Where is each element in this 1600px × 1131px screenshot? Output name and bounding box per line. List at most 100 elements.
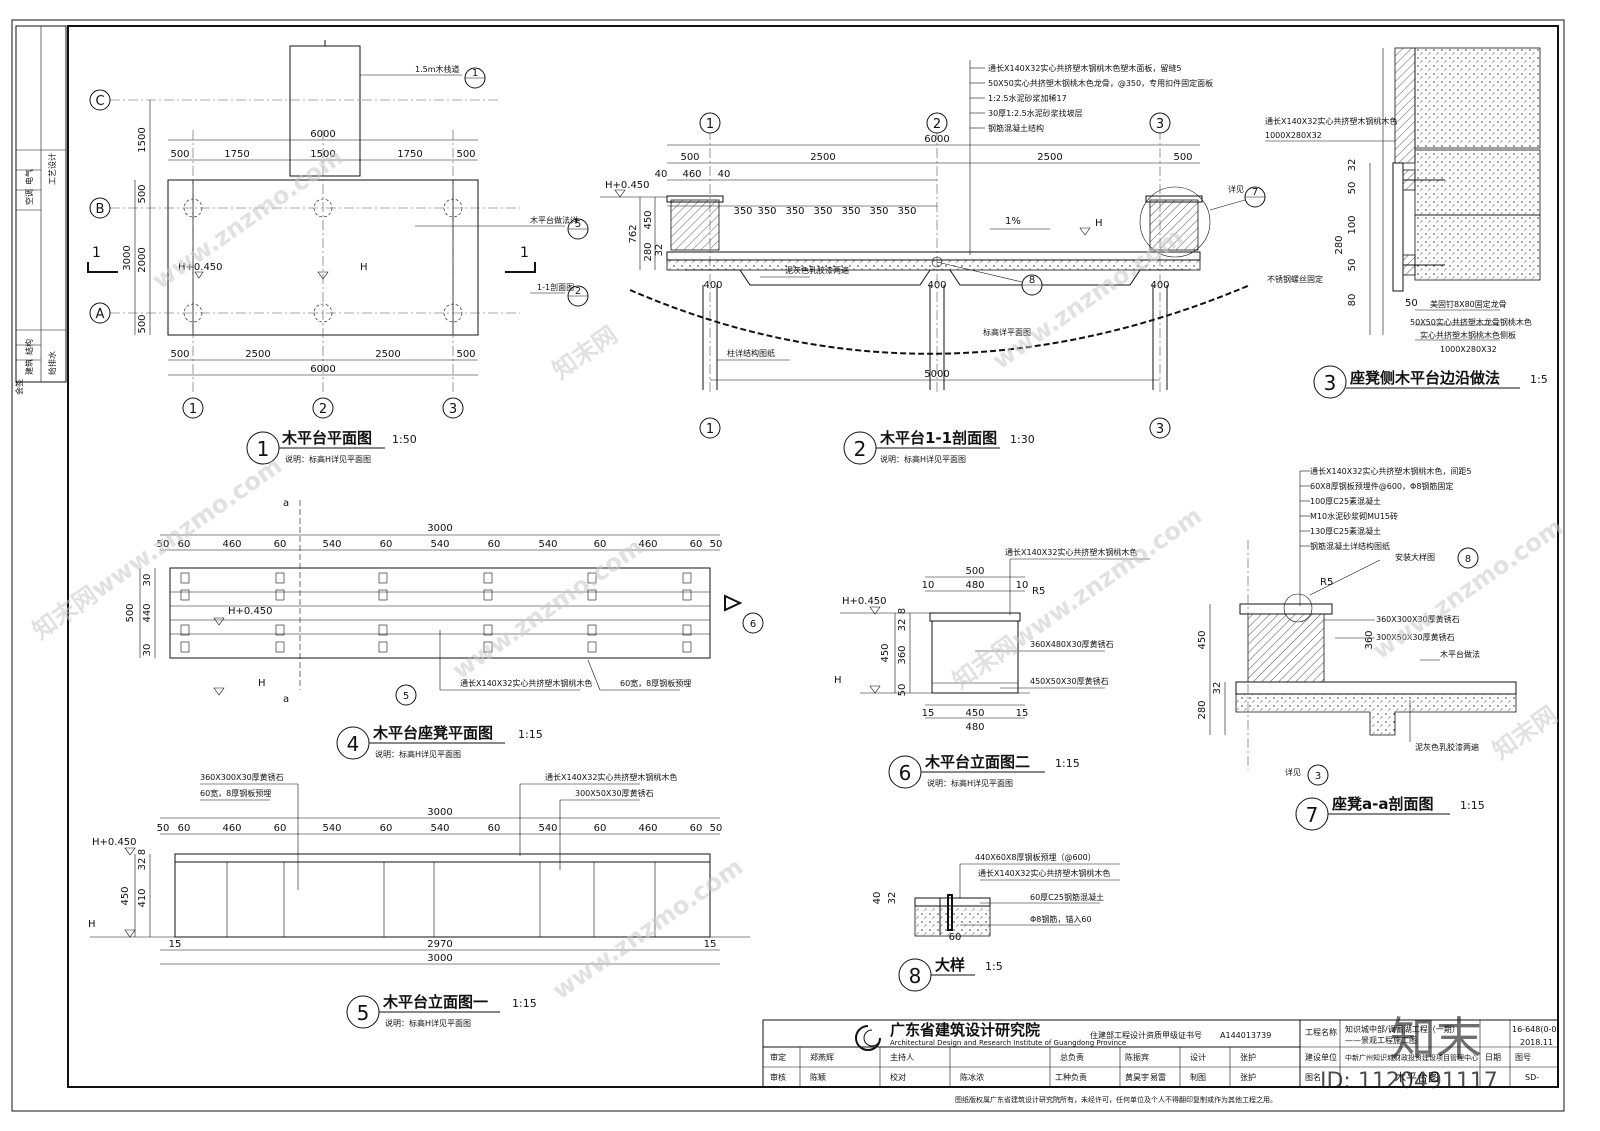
id-watermark: ID: 1120491117 xyxy=(1320,1069,1498,1094)
embed-plate xyxy=(682,589,692,601)
v8-title: 大样 xyxy=(935,956,965,974)
v8-d60: 60 xyxy=(949,932,962,943)
embed-plate xyxy=(483,641,493,653)
copyright: 图纸版权属广东省建筑设计研究院所有，未经许可，任何单位及个人不得翻印复制或作为其… xyxy=(955,1095,1277,1104)
v5-total: 3000 xyxy=(427,807,452,818)
role-chief: 总负责 xyxy=(1060,1052,1084,1062)
embed-plate xyxy=(682,641,692,653)
v1-label-b: 木平台做法详 xyxy=(530,215,578,225)
v7-d450: 450 xyxy=(1197,630,1208,649)
v4-v30b: 30 xyxy=(142,644,153,657)
v7-ref-lbl: 详见 xyxy=(1285,767,1301,777)
v1-label-a: 1.5m木栈道 xyxy=(415,64,460,74)
v1-total-top: 6000 xyxy=(310,129,335,140)
role-approve: 审定 xyxy=(770,1052,786,1062)
watermark-7: www.znzmo.com xyxy=(1367,513,1568,665)
v4-title: 木平台座凳平面图 xyxy=(372,724,493,742)
watermark-5: www.znzmo.com xyxy=(447,533,648,685)
v1-scale: 1:50 xyxy=(392,433,417,446)
v3-d50b: 50 xyxy=(1347,259,1358,272)
v6-title: 木平台立面图二 xyxy=(924,753,1030,771)
v7-c6: 钢筋混凝土详结构图纸 xyxy=(1310,541,1390,551)
v4-d7: 60 xyxy=(488,539,501,550)
v2-total: 6000 xyxy=(924,134,949,145)
v4-d12: 50 xyxy=(710,539,723,550)
watermark-6: 知末网www.znzmo.com xyxy=(947,501,1207,695)
v2-scale: 1:30 xyxy=(1010,433,1035,446)
bench-plates xyxy=(180,572,692,653)
v5-d7: 60 xyxy=(488,823,501,834)
v3-scale: 1:5 xyxy=(1530,373,1548,386)
view-3-edge-detail xyxy=(1369,47,1541,335)
v5-b1: 2970 xyxy=(427,939,452,950)
v2-s8: 350 xyxy=(841,206,860,217)
drawing-label: 图名 xyxy=(1305,1072,1321,1082)
v2-c4: 30厚1:2.5水泥砂浆找坡层 xyxy=(988,108,1083,118)
v4-ref6: 6 xyxy=(750,619,756,630)
v1-label-a-ref: 1 xyxy=(472,68,478,79)
v6-t10b: 10 xyxy=(1016,580,1029,591)
role-discipline-name2: 易雷 xyxy=(1150,1073,1166,1082)
role-review: 审核 xyxy=(770,1072,786,1082)
v4-d0: 50 xyxy=(157,539,170,550)
strip-water: 给排水 xyxy=(47,351,57,375)
project-name-2: ——景观工程施工图 xyxy=(1345,1035,1417,1045)
v2-s4: 350 xyxy=(733,206,752,217)
v2-detail-circle xyxy=(1139,186,1211,258)
v4-c1: 通长X140X32实心共挤塑木钢桃木色 xyxy=(460,678,592,688)
v2-v3: 280 xyxy=(643,242,654,261)
v6-b480: 480 xyxy=(965,722,984,733)
role-draw-name: 张护 xyxy=(1240,1072,1256,1082)
v2-level: H+0.450 xyxy=(605,180,650,191)
v5-d1: 60 xyxy=(178,823,191,834)
v5-d11: 60 xyxy=(690,823,703,834)
client-name: 中新广州知识城财政投资建设项目管理中心 xyxy=(1345,1053,1478,1062)
v6-level: H+0.450 xyxy=(842,596,887,607)
role-approve-name: 郑燕辉 xyxy=(810,1052,834,1062)
v1-level: H+0.450 xyxy=(178,262,223,273)
role-design-name: 张护 xyxy=(1240,1052,1256,1062)
embed-plate xyxy=(275,641,285,653)
v3-d100: 100 xyxy=(1347,215,1358,234)
embed-plate xyxy=(180,589,190,601)
role-draw: 制图 xyxy=(1190,1072,1206,1082)
v4-d2: 460 xyxy=(222,539,241,550)
v4-d6: 540 xyxy=(430,539,449,550)
strip-hvac: 空调 xyxy=(24,189,34,205)
v2-v2: 450 xyxy=(643,210,654,229)
embed-plate xyxy=(378,572,388,584)
v5-v410: 410 xyxy=(137,888,148,907)
v1-note: 说明：标高H详见平面图 xyxy=(285,454,371,464)
v8-scale: 1:5 xyxy=(985,960,1003,973)
v6-c1: 通长X140X32实心共挤塑木钢桃木色 xyxy=(1005,547,1137,557)
no-label: 图号 xyxy=(1515,1053,1531,1062)
v7-s3: 木平台做法 xyxy=(1440,649,1480,659)
v7-c4: M10水泥砂浆砌MU15砖 xyxy=(1310,511,1398,521)
v6-v32: 32 xyxy=(897,619,908,632)
v2-lbl-dim: 标高详平面图 xyxy=(983,327,1031,337)
v6-num: 6 xyxy=(899,761,912,785)
v2-lbl-col: 柱详结构图纸 xyxy=(727,348,775,358)
v2-axis-1: 1 xyxy=(706,117,714,132)
left-strip xyxy=(15,25,67,383)
v7-s1: 360X300X30厚黄锈石 xyxy=(1376,614,1460,624)
v5-d10: 460 xyxy=(638,823,657,834)
v4-num: 4 xyxy=(347,732,360,756)
v1-label-c-ref: 2 xyxy=(575,286,581,297)
v7-ref3: 3 xyxy=(1315,771,1321,782)
v2-s5: 350 xyxy=(757,206,776,217)
v5-btotal: 3000 xyxy=(427,953,452,964)
axis-1: 1 xyxy=(189,402,197,417)
v2-s1: 40 xyxy=(655,169,668,180)
v2-s7: 350 xyxy=(813,206,832,217)
project-label: 工程名称 xyxy=(1305,1027,1337,1037)
bench-left xyxy=(670,199,720,251)
v2-400c: 400 xyxy=(1150,280,1169,291)
watermark-9: www.znzmo.com xyxy=(547,853,748,1005)
v5-title: 木平台立面图一 xyxy=(382,993,488,1011)
v5-scale: 1:15 xyxy=(512,997,537,1010)
v6-c3: 450X50X30厚黄锈石 xyxy=(1030,676,1109,686)
v2-axis-1b: 1 xyxy=(706,422,714,437)
v5-v450: 450 xyxy=(120,886,131,905)
cert-label: 住建部工程设计资质甲级证书号 xyxy=(1090,1030,1202,1040)
